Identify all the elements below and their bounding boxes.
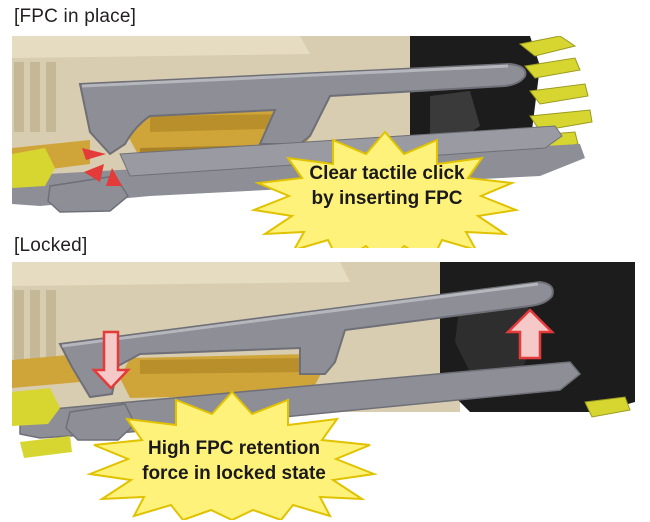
lower-frame (19, 361, 582, 439)
callout-text-line-2: by inserting FPC (312, 188, 463, 209)
contact-left (12, 148, 55, 188)
section-label-fpc-in-place: [FPC in place] (14, 6, 137, 27)
callout-text-line-1: Clear tactile click (309, 163, 465, 184)
callout-burst-retention: High FPC retention force in locked state (86, 390, 378, 520)
lever-arm (58, 280, 554, 399)
fpc-in-place-illustration: Clear tactile click by inserting FPC (12, 36, 593, 248)
latch-hook (65, 403, 136, 441)
callout-burst-click: Clear tactile click by inserting FPC (250, 130, 520, 248)
lever-arm (78, 62, 527, 156)
fpc-board (12, 354, 322, 398)
contacts-right (584, 396, 631, 418)
lower-frame (12, 144, 585, 206)
click-indicator-marks (82, 148, 122, 186)
housing-ribs (14, 62, 56, 132)
housing-ribs (14, 290, 56, 370)
contact-left (12, 388, 60, 426)
callout-text-line-1: High FPC retention (148, 438, 320, 459)
section-label-locked: [Locked] (14, 235, 88, 256)
callout-text-line-2: force in locked state (142, 463, 326, 484)
down-arrow-icon (91, 330, 131, 390)
locked-illustration: High FPC retention force in locked state (12, 262, 635, 520)
up-arrow-icon (504, 308, 556, 360)
